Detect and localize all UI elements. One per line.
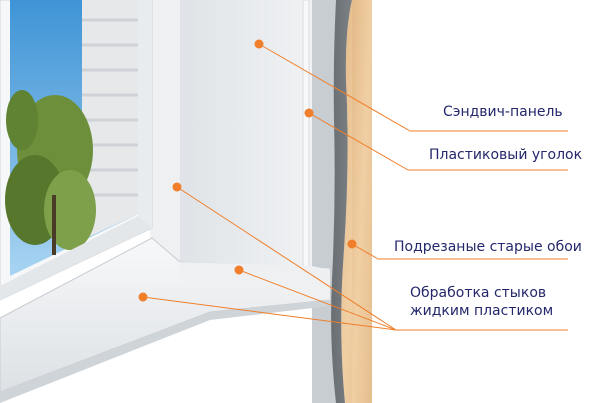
plaster-layer: [318, 0, 352, 403]
leader-sandwich: [258, 43, 411, 132]
leader-joint-2: [238, 269, 397, 331]
wood-wall-base: [352, 0, 372, 403]
window-frame-bottom: [0, 216, 152, 300]
dot-joint-3: [138, 292, 148, 302]
dot-sandwich: [254, 39, 264, 49]
dot-joint-1: [172, 182, 182, 192]
label-plastic-corner: Пластиковый уголок: [429, 147, 583, 163]
leader-corner: [308, 112, 409, 171]
dot-corner: [304, 108, 314, 118]
window-frame-inner: [138, 0, 152, 232]
side-slope: [150, 0, 180, 262]
leader-joint-3: [142, 296, 397, 331]
label-joint-treatment-line2: жидким пластиком: [410, 303, 554, 319]
leader-wallpaper: [351, 243, 379, 260]
dot-wallpaper: [347, 239, 357, 249]
callout-lines: [142, 43, 568, 331]
sandwich-panel: [178, 0, 312, 280]
label-old-wallpaper: Подрезаные старые обои: [394, 239, 582, 255]
callout-dots: [138, 39, 357, 302]
leader-joint-1: [176, 186, 397, 331]
dot-joint-2: [234, 265, 244, 275]
label-sandwich-panel: Сэндвич-панель: [443, 104, 563, 120]
label-joint-treatment-line1: Обработка стыков: [410, 285, 547, 301]
label-joint-treatment: Обработка стыков жидким пластиком: [410, 284, 553, 320]
plastic-corner-strip: [302, 0, 310, 283]
window-trees: [5, 90, 96, 255]
